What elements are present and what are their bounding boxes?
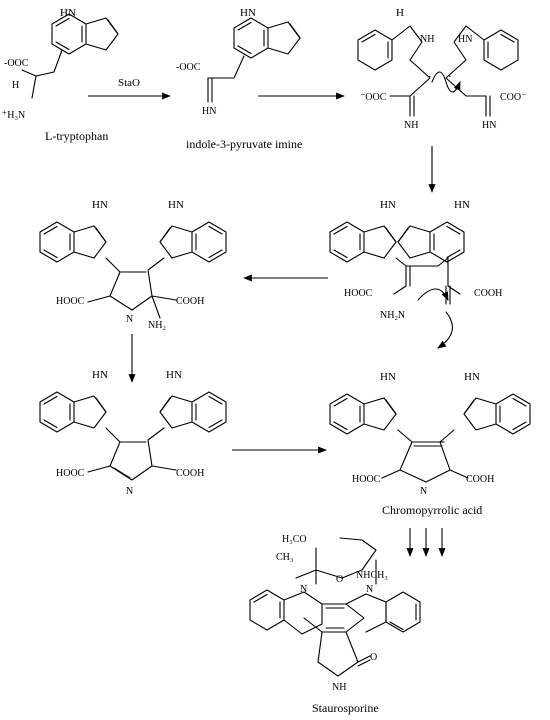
radical-right-hn-imine: HN	[482, 120, 496, 131]
imine-nh-label: H	[240, 7, 248, 19]
pyrroline-n: N	[126, 486, 133, 497]
reagent-stao: StaO	[118, 77, 140, 89]
tryptophan-amine: ⁺H₃N	[2, 110, 25, 121]
pyrroline-structure: H N HN HOOC COOH N	[39, 369, 227, 497]
radical-left-dot: ·	[428, 71, 432, 83]
tryptophan-nh-label: H	[60, 7, 68, 19]
cyclized-intermediate-structure: H N HN HOOC COOH N NH₂	[39, 199, 227, 331]
pyrroline-hooc: HOOC	[56, 468, 85, 479]
pyrroline-cooh: COOH	[176, 468, 204, 479]
caption-imine: indole-3-pyruvate imine	[186, 137, 302, 151]
cyclized-cooh: COOH	[176, 296, 204, 307]
coupled-right-nh: HN	[454, 199, 470, 211]
stauro-methyl: CH₃	[276, 552, 293, 563]
coupled-nh2: NH₂N	[380, 310, 405, 321]
cyclized-left-n: N	[100, 199, 108, 211]
coupled-left-nh: H	[380, 199, 388, 211]
caption-tryptophan: L-tryptophan	[45, 129, 108, 143]
tryptophan-n-label: N	[68, 7, 76, 19]
cpa-nh: N	[420, 486, 427, 497]
imine-hn: HN	[202, 106, 216, 117]
tryptophan-structure: H N -OOC H ⁺H₃N L-tryptophan	[2, 7, 119, 143]
stauro-n-right: N	[366, 584, 373, 595]
cyclized-right-nh: HN	[168, 199, 184, 211]
tryptophan-h: H	[12, 80, 19, 91]
cpa-hooc: HOOC	[352, 474, 381, 485]
tryptophan-carboxylate: -OOC	[4, 58, 29, 69]
cpa-cooh: COOH	[466, 474, 494, 485]
stauro-methoxy: H₃CO	[282, 534, 307, 545]
imine-structure: H N -OOC HN indole-3-pyruvate imine	[176, 7, 302, 151]
stauro-nhch3: NHCH₃	[356, 570, 388, 581]
stauro-ring-o: O	[336, 574, 343, 585]
radical-right-dot: ·	[448, 71, 452, 83]
pyrroline-left-nh: H	[92, 369, 100, 381]
staurosporine-structure: H₃CO CH₃ O NHCH₃ N N O NH Staurosporine	[249, 534, 421, 715]
radical-right-hn: HN	[458, 34, 472, 45]
stauro-nh: NH	[332, 682, 346, 693]
cpa-left-n: N	[388, 371, 396, 383]
radical-left-coo: ⁻OOC	[360, 92, 387, 103]
cyclized-hooc: HOOC	[56, 296, 85, 307]
coupled-intermediate-structure: H N HN HOOC NH₂N COOH	[329, 199, 502, 349]
stauro-n-left: N	[300, 584, 307, 595]
radical-right-coo: COO⁻	[500, 92, 526, 103]
radical-left-nh: H	[396, 7, 404, 19]
chromopyrrolic-acid-structure: H N HN HOOC COOH N Chromopyrrolic acid	[329, 371, 531, 517]
caption-chromopyrrolic-acid: Chromopyrrolic acid	[382, 503, 482, 517]
imine-carboxylate: -OOC	[176, 62, 201, 73]
cpa-left-nh: H	[380, 371, 388, 383]
pyrroline-left-n: N	[100, 369, 108, 381]
cpa-right-nh: HN	[464, 371, 480, 383]
cyclized-left-nh: H	[92, 199, 100, 211]
caption-staurosporine: Staurosporine	[312, 701, 379, 715]
coupled-hooc: HOOC	[344, 288, 373, 299]
cyclized-nh2: NH₂	[148, 320, 166, 331]
coupled-left-n: N	[388, 199, 396, 211]
radical-pair-structure: H NH · ⁻OOC NH HN · COO⁻ HN	[357, 7, 526, 131]
radical-left-nh-imine: NH	[404, 120, 418, 131]
cyclized-n: N	[126, 314, 133, 325]
imine-n-label: N	[248, 7, 256, 19]
stauro-oxo: O	[370, 652, 377, 663]
coupled-cooh: COOH	[474, 288, 502, 299]
pyrroline-right-nh: HN	[166, 369, 182, 381]
radical-left-n: NH	[420, 34, 434, 45]
